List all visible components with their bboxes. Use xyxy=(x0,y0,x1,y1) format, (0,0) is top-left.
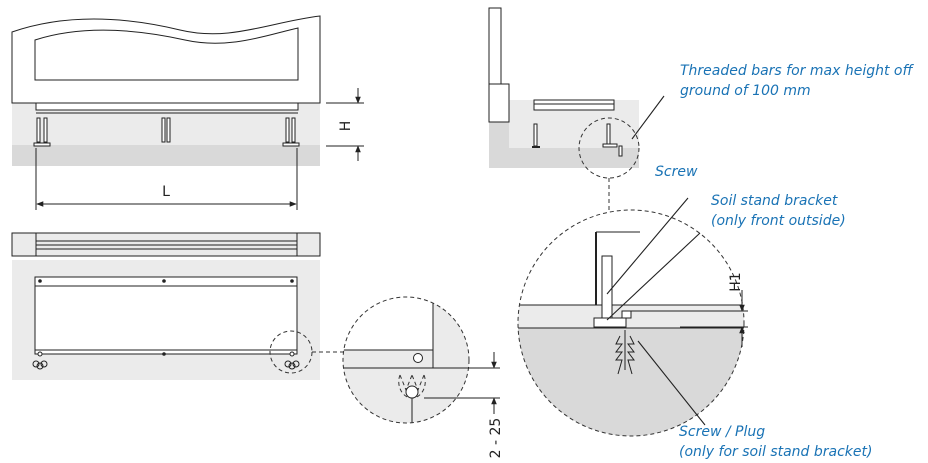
leader-lines xyxy=(606,95,706,426)
front-elevation-view xyxy=(11,232,344,380)
big-detail-view: H1 xyxy=(517,209,748,437)
foot-left-base xyxy=(33,142,51,147)
foot-right-base xyxy=(282,142,300,147)
label-soil-stand-line2: (only front outside) xyxy=(711,213,846,229)
front-frame xyxy=(34,276,298,355)
section-detail-marker xyxy=(578,117,640,179)
dimension-gap-label: 2 - 25 xyxy=(488,418,504,459)
dimension-h1: H1 xyxy=(631,272,748,347)
annotations: Threaded bars for max height off ground … xyxy=(655,63,914,460)
label-screw-plug-line1: Screw / Plug xyxy=(679,424,765,440)
radiator-body xyxy=(11,15,321,104)
radiator-inner-panel xyxy=(34,27,299,81)
dimension-h: H xyxy=(326,88,364,161)
dimension-gap: 2 - 25 xyxy=(424,352,504,458)
label-soil-stand-line1: Soil stand bracket xyxy=(711,193,838,209)
wall-pipe xyxy=(488,83,510,123)
foot-right-b xyxy=(291,117,296,143)
dimension-l-label: L xyxy=(162,184,170,200)
frame-screws xyxy=(37,279,295,357)
side-elevation-view: H L xyxy=(11,15,364,210)
foot-left xyxy=(36,117,41,143)
foot-mid xyxy=(161,117,166,143)
foot-mid-b xyxy=(166,117,171,143)
label-screw-plug-line2: (only for soil stand bracket) xyxy=(679,444,872,460)
feet-group xyxy=(33,117,300,147)
dimension-h1-label: H1 xyxy=(728,272,744,291)
label-screw: Screw xyxy=(655,164,698,180)
small-detail-view: 2 - 25 xyxy=(342,296,504,458)
plug-left xyxy=(32,360,48,370)
plug-right xyxy=(284,360,300,370)
section-body xyxy=(533,99,615,111)
label-threaded-bars-line1: Threaded bars for max height off xyxy=(680,63,914,79)
label-threaded-bars-line2: ground of 100 mm xyxy=(680,83,811,99)
foot-right xyxy=(285,117,290,143)
dimension-l: L xyxy=(35,148,298,210)
dimension-h-label: H xyxy=(338,121,354,132)
grille-strip xyxy=(35,102,299,111)
side-section-view xyxy=(488,7,640,210)
foot-left-b xyxy=(43,117,48,143)
